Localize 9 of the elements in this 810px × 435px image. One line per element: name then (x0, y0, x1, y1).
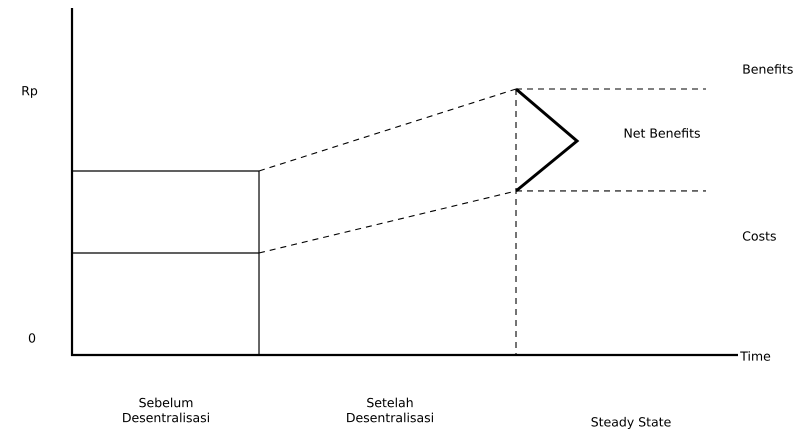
tick-label: 0 (28, 333, 36, 343)
period-label: Steady State (592, 416, 671, 430)
curve-label: Net Benefits (624, 128, 700, 138)
period-label: Sebelum Desentralisasi (123, 398, 209, 422)
period-label: Setelah Desentralisasi (347, 398, 433, 422)
curve-label: Benefits (743, 64, 793, 74)
axis-label: Time (740, 351, 770, 361)
curve-label: Costs (742, 231, 776, 241)
axis-label: Rp (22, 86, 38, 98)
